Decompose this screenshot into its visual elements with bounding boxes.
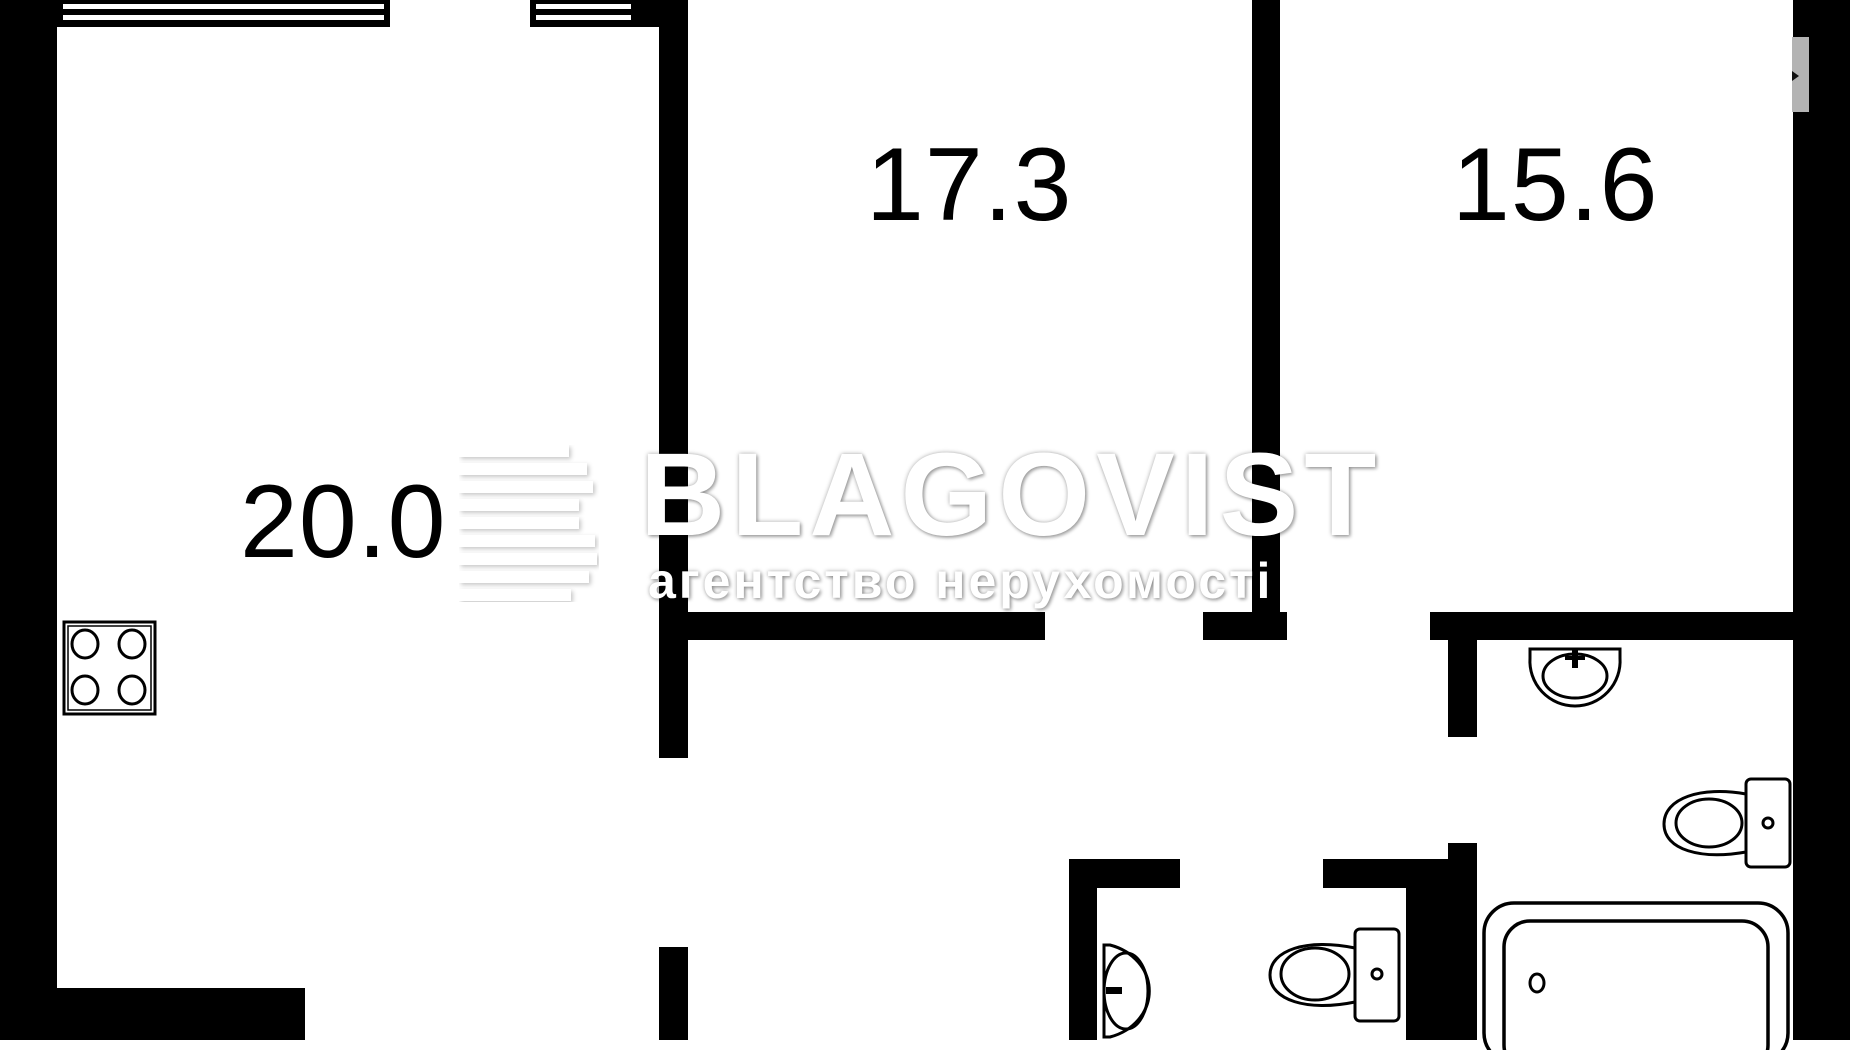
wall-wc-left <box>1069 859 1097 1040</box>
wall-left-outer <box>0 0 57 1040</box>
sink-icon <box>1528 647 1622 708</box>
wall-bathroom-stub <box>1448 640 1477 737</box>
wall-bath-divider-upper <box>1448 843 1477 893</box>
brand-logo-icon <box>459 445 597 601</box>
wall-right-outer <box>1793 0 1850 1040</box>
wall-wc-top-left <box>1069 859 1180 888</box>
room-area-bedroom-1: 17.3 <box>866 127 1073 243</box>
wall-bathroom-top <box>1430 612 1793 640</box>
watermark-tagline: агентство нерухомості <box>648 553 1274 609</box>
arrow-right-icon <box>1792 71 1799 81</box>
wall-bedroom1-bottom <box>688 612 1045 640</box>
wc-sink-icon <box>1102 943 1151 1039</box>
bathtub-icon <box>1482 901 1790 1050</box>
wc-toilet-icon <box>1268 927 1401 1023</box>
wall-wc-top-right <box>1323 859 1448 888</box>
stove-icon <box>62 620 157 716</box>
toilet-icon <box>1662 777 1792 869</box>
room-area-bedroom-2: 15.6 <box>1452 127 1659 243</box>
wall-bottom-left <box>0 988 305 1040</box>
window-kitchen <box>57 0 390 27</box>
wall-bath-divider <box>1406 885 1477 1040</box>
wall-partition-kitchen-lower <box>659 947 688 1040</box>
wall-partition-kitchen-upper <box>659 0 688 758</box>
room-area-kitchen: 20.0 <box>240 464 447 580</box>
window-kitchen-small <box>530 0 637 27</box>
wall-bedroom1-bottom-stub <box>1203 612 1287 640</box>
side-scroll-tab[interactable] <box>1792 37 1809 112</box>
wall-partition-bedrooms <box>1252 0 1280 640</box>
